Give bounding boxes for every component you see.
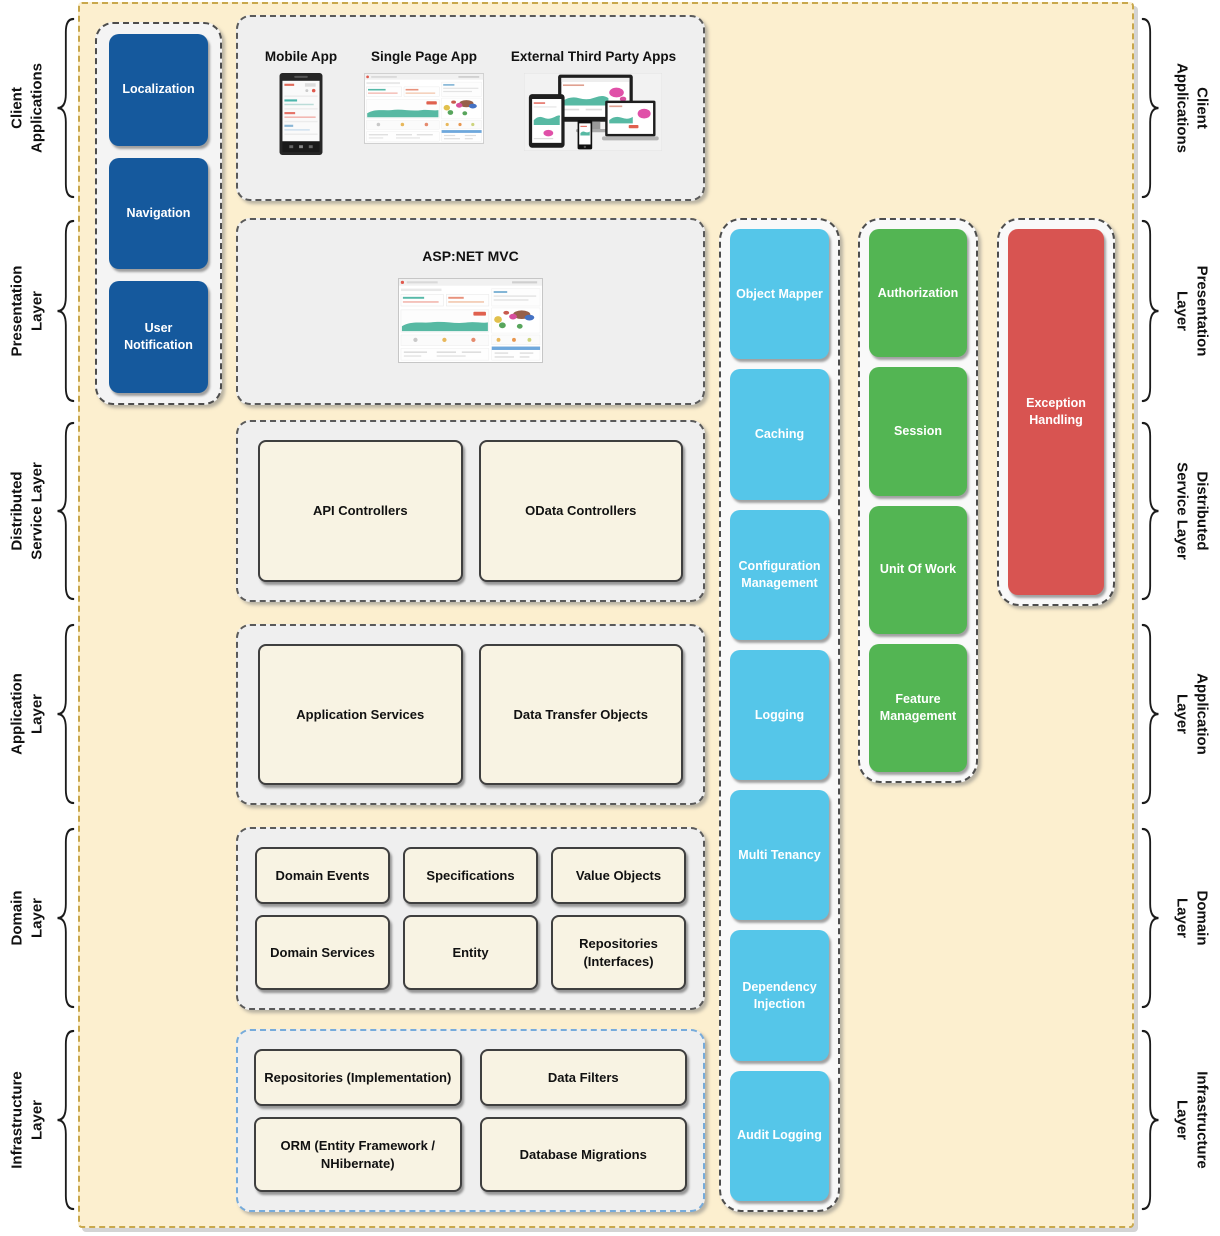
- curly-brace-icon: [57, 421, 75, 601]
- box-audit-logging: Audit Logging: [730, 1070, 829, 1201]
- aspnet-mvc-title: ASP:NET MVC: [422, 248, 519, 264]
- curly-brace-icon: [57, 219, 75, 403]
- layer-label-left-distributed-service: Distributed Service Layer: [0, 418, 78, 604]
- box-orm: ORM (Entity Framework / NHibernate): [254, 1117, 462, 1192]
- box-unit-of-work: Unit Of Work: [869, 505, 967, 634]
- box-user-notification: User Notification: [109, 281, 208, 394]
- ui-elements-container: Localization Navigation User Notificatio…: [95, 22, 222, 405]
- layer-label-text: Client Applications: [1174, 62, 1211, 153]
- box-logging: Logging: [730, 649, 829, 781]
- box-domain-events: Domain Events: [255, 847, 390, 905]
- box-session: Session: [869, 367, 967, 496]
- box-multi-tenancy: Multi Tenancy: [730, 790, 829, 921]
- curly-brace-icon: [1141, 1029, 1159, 1211]
- layer-label-text: Client Applications: [8, 63, 46, 154]
- box-caching: Caching: [730, 369, 829, 500]
- curly-brace-icon: [1141, 421, 1159, 601]
- layer-label-text: Infrastructure Layer: [8, 1071, 46, 1169]
- box-value-objects: Value Objects: [551, 847, 686, 905]
- layer-label-right-client-applications: Client Applications: [1138, 14, 1220, 202]
- layer-label-right-infrastructure: Infrastructure Layer: [1138, 1026, 1220, 1214]
- curly-brace-icon: [1141, 17, 1159, 199]
- layer-label-left-infrastructure: Infrastructure Layer: [0, 1026, 78, 1214]
- presentation-panel: ASP:NET MVC: [236, 218, 705, 405]
- layer-label-right-distributed-service: Distributed Service Layer: [1138, 418, 1220, 604]
- aspnet-mvc-image: [398, 278, 543, 363]
- box-localization: Localization: [109, 34, 208, 146]
- single-page-app-figure: Single Page App: [363, 49, 484, 144]
- box-database-migrations: Database Migrations: [479, 1117, 687, 1192]
- box-dependency-injection: Dependency Injection: [730, 930, 829, 1061]
- curly-brace-icon: [57, 827, 75, 1009]
- cross-cutting-red-column: Exception Handling: [997, 218, 1115, 606]
- curly-brace-icon: [1141, 827, 1159, 1009]
- external-apps-figure: External Third Party Apps: [511, 49, 676, 151]
- mobile-app-label: Mobile App: [264, 49, 338, 64]
- curly-brace-icon: [1141, 219, 1159, 403]
- layer-label-text: Application Layer: [8, 673, 46, 755]
- layer-label-text: Presentation Layer: [1174, 265, 1211, 357]
- box-odata-controllers: OData Controllers: [478, 440, 683, 582]
- box-specifications: Specifications: [403, 847, 538, 905]
- layer-label-right-presentation: Presentation Layer: [1138, 216, 1220, 406]
- layer-label-text: Infrastructure Layer: [1174, 1071, 1211, 1169]
- layer-label-left-domain: Domain Layer: [0, 824, 78, 1012]
- box-entity: Entity: [403, 915, 538, 990]
- layer-label-left-presentation: Presentation Layer: [0, 216, 78, 406]
- box-api-controllers: API Controllers: [258, 440, 463, 582]
- layer-label-text: Distributed Service Layer: [1174, 462, 1211, 560]
- external-apps-label: External Third Party Apps: [510, 49, 677, 64]
- box-exception-handling: Exception Handling: [1008, 229, 1104, 595]
- box-repositories-interfaces: Repositories (Interfaces): [551, 915, 686, 990]
- layer-label-text: Domain Layer: [1174, 890, 1211, 946]
- box-navigation: Navigation: [109, 157, 208, 270]
- layer-label-left-application: Application Layer: [0, 620, 78, 808]
- box-configuration-management: Configuration Management: [730, 509, 829, 640]
- layer-label-text: Presentation Layer: [8, 265, 46, 357]
- box-feature-management: Feature Management: [869, 643, 967, 772]
- box-repositories-implementation: Repositories (Implementation): [254, 1049, 462, 1107]
- single-page-app-image: [363, 73, 484, 144]
- layer-label-left-client-applications: Client Applications: [0, 14, 78, 202]
- cross-cutting-green-column: Authorization Session Unit Of Work Featu…: [858, 218, 978, 783]
- layer-label-text: Distributed Service Layer: [8, 462, 46, 560]
- layer-label-text: Application Layer: [1174, 673, 1211, 755]
- curly-brace-icon: [1141, 623, 1159, 805]
- box-application-services: Application Services: [258, 644, 463, 785]
- box-data-transfer-objects: Data Transfer Objects: [478, 644, 683, 785]
- curly-brace-icon: [57, 1029, 75, 1211]
- cross-cutting-cyan-column: Object Mapper Caching Configuration Mana…: [719, 218, 840, 1212]
- layer-label-text: Domain Layer: [8, 890, 46, 946]
- layer-label-right-domain: Domain Layer: [1138, 824, 1220, 1012]
- mobile-app-image: [279, 73, 323, 155]
- curly-brace-icon: [57, 623, 75, 805]
- infrastructure-panel: Repositories (Implementation) Data Filte…: [236, 1029, 705, 1212]
- external-apps-image: [524, 73, 663, 151]
- box-domain-services: Domain Services: [255, 915, 390, 990]
- layer-label-right-application: Application Layer: [1138, 620, 1220, 808]
- application-panel: Application Services Data Transfer Objec…: [236, 624, 705, 805]
- domain-panel: Domain Events Specifications Value Objec…: [236, 827, 705, 1010]
- box-authorization: Authorization: [869, 229, 967, 358]
- single-page-app-label: Single Page App: [370, 49, 477, 64]
- curly-brace-icon: [57, 17, 75, 199]
- mobile-app-figure: Mobile App: [265, 49, 337, 155]
- box-object-mapper: Object Mapper: [730, 229, 829, 360]
- distributed-service-panel: API Controllers OData Controllers: [236, 420, 705, 602]
- box-data-filters: Data Filters: [479, 1049, 687, 1107]
- client-applications-panel: Mobile App Single: [236, 15, 705, 201]
